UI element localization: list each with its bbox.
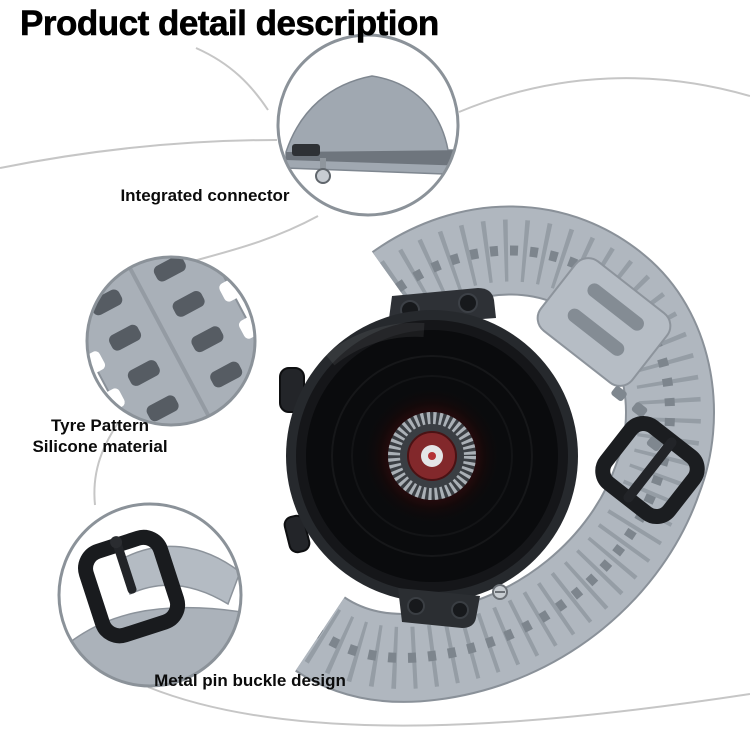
connector-label: Integrated connector	[120, 186, 290, 205]
tyre-label-line1: Tyre Pattern	[51, 416, 149, 435]
dial-metallic-ring	[388, 412, 476, 500]
connector-detail-illustration	[276, 33, 460, 217]
watch-illustration	[279, 288, 578, 628]
buckle-label: Metal pin buckle design	[154, 671, 346, 690]
connector-slot	[292, 144, 320, 156]
tyre-label: Tyre Pattern Silicone material	[15, 415, 185, 457]
connector-pin	[315, 168, 331, 184]
bottom-screw-left	[407, 597, 425, 615]
top-screw-right	[458, 293, 478, 313]
tyre-label-line2: Silicone material	[32, 437, 168, 456]
strap-buckle	[595, 415, 705, 525]
page-title: Product detail description	[20, 4, 440, 44]
bottom-screw-right	[451, 601, 469, 619]
tyre-pattern-detail-illustration	[85, 255, 257, 427]
watch-strap	[295, 205, 715, 703]
decorative-curves	[0, 47, 750, 727]
watch-side-button	[283, 514, 311, 554]
buckle-detail-illustration	[57, 502, 243, 688]
buckle-pin	[112, 539, 137, 594]
strap-keeper	[536, 257, 672, 387]
